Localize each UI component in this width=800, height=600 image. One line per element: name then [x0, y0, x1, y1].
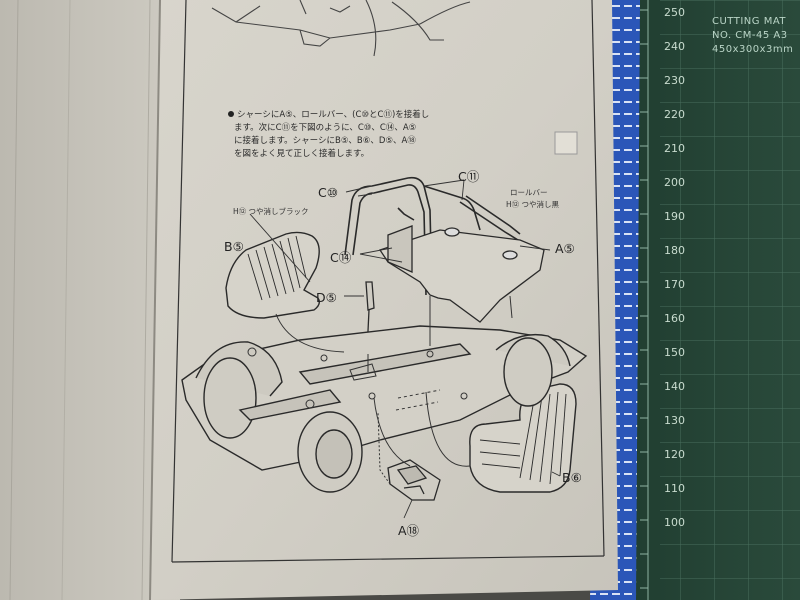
mat-ruler-200: 200	[664, 176, 685, 189]
part-label-b6: B⑥	[562, 470, 582, 485]
mat-ruler-150: 150	[664, 346, 685, 359]
part-label-a5: A⑤	[555, 241, 575, 256]
rollbar-note-title: ロールバー	[510, 188, 548, 197]
mat-ruler-160: 160	[664, 312, 685, 325]
mat-ruler-140: 140	[664, 380, 685, 393]
rollbar-diagram	[344, 176, 521, 296]
seat-note-color: H⑫ つや消しブラック	[233, 207, 309, 216]
instruction-sheet	[150, 0, 618, 600]
instruction-line-4: を図をよく見て正しく接着します。	[234, 149, 370, 159]
mat-ruler-120: 120	[664, 448, 685, 461]
part-label-b5: B⑤	[224, 239, 244, 254]
bullet-icon	[228, 111, 234, 117]
mat-brand: CUTTING MAT	[712, 16, 787, 27]
mat-ruler-100: 100	[664, 516, 685, 529]
instruction-line-3: に接着します。シャーシにB⑤、B⑥、D⑤、A⑱	[234, 136, 416, 146]
chassis-diagram	[181, 325, 588, 493]
mat-ruler-170: 170	[664, 278, 685, 291]
mat-ruler-ticks	[640, 0, 649, 600]
chassis-detail	[247, 347, 468, 411]
mat-ruler-210: 210	[664, 142, 685, 155]
part-label-a18: A⑱	[398, 523, 420, 538]
mat-ruler-220: 220	[664, 108, 685, 121]
part-label-d5: D⑤	[316, 290, 337, 305]
upper-diagram	[211, 0, 471, 57]
instruction-text-1: シャーシにA⑤、ロールバー、(C⑩とC⑪)を接着し	[237, 110, 430, 120]
mat-ruler-180: 180	[664, 244, 685, 257]
mat-model: NO. CM-45 A3	[712, 30, 788, 41]
part-label-c10: C⑩	[318, 185, 338, 200]
seat-b6-diagram	[469, 383, 577, 493]
mat-ruler-230: 230	[664, 74, 685, 87]
mat-ruler-240: 240	[664, 40, 685, 53]
mat-size: 450x300x3mm	[712, 44, 794, 55]
mat-ruler-250: 250	[664, 6, 685, 19]
label-pointers	[249, 179, 561, 519]
left-page	[0, 0, 190, 600]
instruction-line-2: ます。次にC⑪を下図のように、C⑩、C⑭、A⑤	[234, 123, 417, 133]
instruction-line-1: シャーシにA⑤、ロールバー、(C⑩とC⑪)を接着し	[228, 110, 429, 122]
part-label-c11: C⑪	[458, 169, 480, 184]
mat-ruler-190: 190	[664, 210, 685, 223]
part-label-c14: C⑭	[330, 250, 352, 265]
mat-ruler-110: 110	[664, 482, 685, 495]
seat-b5-diagram	[225, 231, 321, 319]
rollbar-note-color: H⑫ つや消し黒	[506, 200, 560, 209]
leader-lines	[275, 193, 513, 485]
mat-ruler-130: 130	[664, 414, 685, 427]
